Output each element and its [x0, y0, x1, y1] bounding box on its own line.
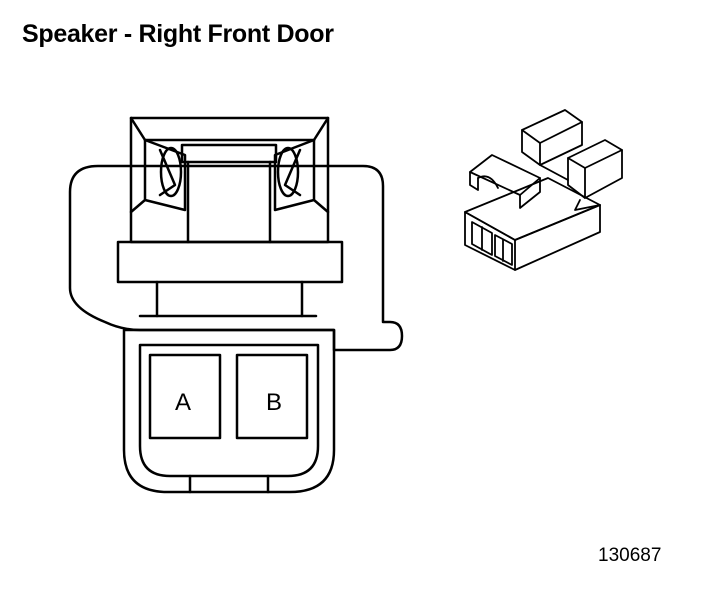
pin-cavity-a	[148, 353, 222, 440]
connector-isometric-view	[464, 109, 623, 271]
iso-rear-front	[567, 157, 586, 199]
pin-cavity-b	[235, 353, 309, 440]
iso-rear-top	[567, 139, 623, 169]
pin-label-a: A	[175, 389, 191, 416]
iso-lock-front	[521, 129, 541, 166]
iso-latch-tab-sides	[469, 171, 541, 209]
latch-left-pocket	[143, 138, 187, 212]
iso-rear-side	[584, 149, 623, 199]
housing-neck	[155, 280, 304, 318]
iso-body-side	[514, 204, 601, 271]
cavity-body	[122, 328, 336, 494]
iso-lock-side	[539, 121, 583, 166]
latch-right-pocket	[273, 138, 316, 212]
latch-tongue	[180, 143, 278, 164]
iso-pin-opening-b	[494, 234, 513, 266]
latch-bevel-right	[312, 116, 330, 214]
iso-latch-hook	[477, 175, 499, 189]
figure-number: 130687	[598, 545, 662, 566]
connector-face-view: A B	[68, 116, 404, 494]
iso-latch-tab	[469, 154, 541, 196]
housing-outline	[68, 164, 404, 352]
iso-pin-opening-a	[471, 221, 493, 256]
diagram-title: Speaker - Right Front Door	[22, 20, 334, 48]
iso-lock-top	[521, 109, 583, 144]
latch-left-rounded	[159, 146, 183, 198]
latch-right-rounded	[276, 146, 300, 198]
lock-band	[116, 240, 344, 284]
iso-bridge	[539, 164, 569, 181]
latch-tongue-sides	[186, 160, 272, 244]
iso-rear-foot	[574, 199, 601, 211]
cavity-inner	[138, 343, 320, 478]
pin-label-b: B	[266, 389, 282, 416]
latch-bevel-left	[129, 116, 147, 214]
